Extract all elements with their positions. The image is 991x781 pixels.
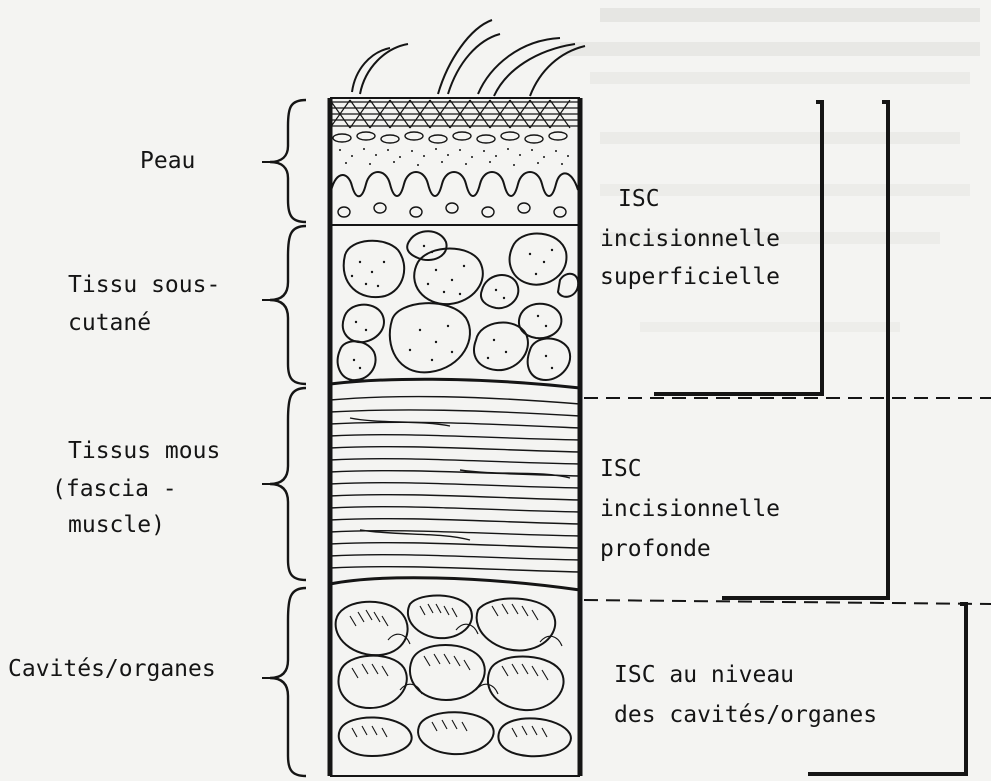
isc-deep-line3: profonde — [600, 536, 711, 562]
organs-hatching — [350, 604, 562, 737]
label-leaders — [262, 162, 272, 678]
infection-labels: ISC incisionnelle superficielle ISC inci… — [600, 186, 877, 728]
brace-soft-tissue — [270, 388, 306, 580]
brace-organs — [270, 588, 306, 776]
label-skin: Peau — [140, 148, 195, 174]
bracket-deep — [722, 102, 888, 598]
label-soft-tissue-line3: muscle) — [68, 512, 165, 538]
dashed-line-peritoneum — [584, 600, 991, 604]
isc-superficial-line2: incisionnelle — [600, 226, 780, 252]
brace-subcutaneous — [270, 226, 306, 384]
isc-superficial-line1: ISC — [618, 186, 660, 212]
isc-deep-line2: incisionnelle — [600, 496, 780, 522]
bracket-organ-space — [808, 604, 966, 774]
brace-skin — [270, 100, 306, 222]
layer-braces — [270, 100, 306, 776]
layer-labels: Peau Tissu sous- cutané Tissus mous (fas… — [8, 148, 220, 682]
subcutaneous-layer — [338, 231, 579, 380]
hair-strands — [352, 20, 585, 96]
tissue-column — [330, 98, 580, 776]
isc-superficial-line3: superficielle — [600, 264, 780, 290]
isc-organ-space-line1: ISC au niveau — [614, 662, 794, 688]
label-subcutaneous-line2: cutané — [68, 310, 151, 336]
peritoneum-boundary — [330, 578, 580, 590]
isc-organ-space-line2: des cavités/organes — [614, 702, 877, 728]
skin-layer — [330, 100, 580, 225]
label-soft-tissue-line1: Tissus mous — [68, 438, 220, 464]
isc-deep-line1: ISC — [600, 456, 642, 482]
label-organs: Cavités/organes — [8, 656, 216, 682]
label-soft-tissue-line2: (fascia - — [52, 476, 177, 502]
muscle-layer — [330, 397, 580, 572]
label-subcutaneous-line1: Tissu sous- — [68, 272, 220, 298]
